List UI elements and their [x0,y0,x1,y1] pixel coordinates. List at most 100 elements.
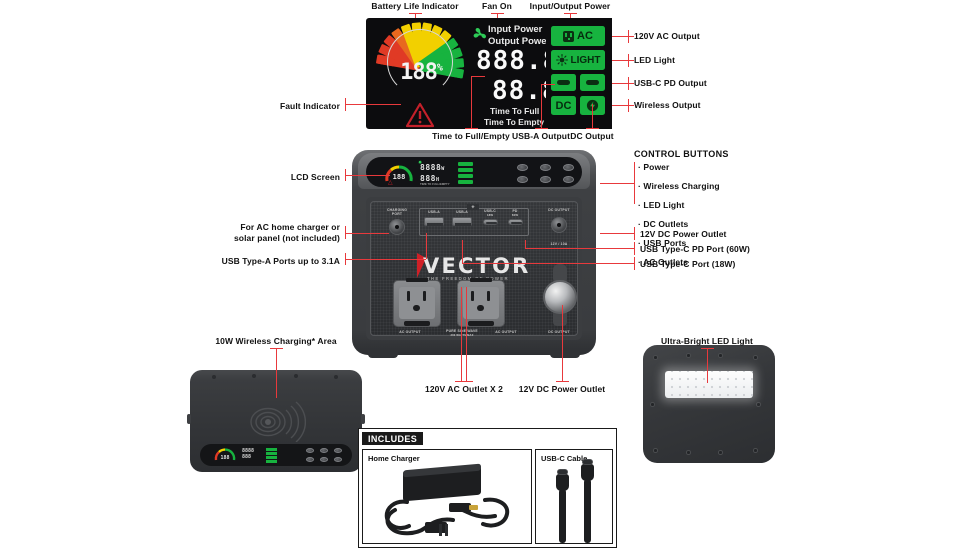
wireless-pad-side-right [361,414,365,424]
callout-dc-output: DC Output [570,131,614,141]
ac-outlet-2[interactable] [457,278,505,327]
wireless-pad-button-1[interactable] [306,448,314,453]
unit-digits-row1: 8888 [420,163,442,172]
lcd-screen-graphic: 188% Input Power Output Power 888.8 W 88… [366,18,566,129]
leader-lcd-screen [345,175,390,176]
wireless-pad-mini-gauge: 188 [214,448,236,461]
leader-usbc-pd [612,83,634,84]
vector-chevron-icon [417,253,426,278]
indicator-dc: DC [551,96,576,115]
usb-c-icon-1 [557,80,570,85]
unit-fault-icon: △ [388,180,393,186]
callout-usba-output: USB-A Output [511,131,571,141]
leader-wireless-charging-area [276,348,277,398]
led-unit-body [643,345,775,463]
unit-lcd-screen: 188 △ 8888W 888H ✸ TIME TO FULL/EMPTY [366,157,582,187]
callout-ultra-bright-led-light: Ultra-Bright LED Light [661,336,753,346]
includes-item-0-title: Home Charger [368,454,420,463]
leader-fault [345,104,401,105]
wireless-pad-button-3[interactable] [334,448,342,453]
control-button-item-5: AC Outlets [643,257,688,267]
usb-a-port-2[interactable] [452,217,472,226]
wireless-pad-button-5[interactable] [320,457,328,462]
unit-control-button-wireless[interactable] [540,164,551,171]
wireless-pad-button-2[interactable] [320,448,328,453]
unit-control-button-led[interactable] [563,164,574,171]
unit-control-button-power[interactable] [517,164,528,171]
home-charger-illustration [363,450,533,545]
led-light-panel [665,371,753,398]
control-button-item-1: Wireless Charging [643,181,720,191]
charging-port-jack[interactable] [389,219,405,235]
leader-usbc-port [462,263,634,264]
unit-foot-left [368,350,398,358]
unit-control-button-dc[interactable] [517,176,528,183]
usbc-connector-1 [556,474,569,491]
ac-outlet-1[interactable] [393,278,441,327]
dc-output-jack-top[interactable] [551,217,567,233]
leader-usba-v [541,84,542,128]
leader-dc-v [592,104,593,128]
callout-fan-on: Fan On [482,1,512,11]
control-button-item-3: DC Outlets [643,219,689,229]
unit-fan-icon: ✸ [418,160,423,166]
leader-dc-outlet-bottom-v [562,305,563,382]
unit-control-button-ac[interactable] [563,176,574,183]
includes-heading: INCLUDES [362,432,424,445]
leader-dc-power-outlet [600,233,634,234]
unit-mini-digits: 8888W 888H [420,163,445,185]
leader-wireless-cap [628,99,629,112]
usb-c-port[interactable] [483,219,498,225]
control-button-item-2: LED Light [643,200,685,210]
control-buttons-list: · Power · Wireless Charging · LED Light … [638,162,720,267]
indicator-ac-label: AC [577,30,593,42]
includes-item-1-title: USB-C Cable [541,454,588,463]
includes-box: INCLUDES Home Charger USB-C Cable [358,428,617,548]
usbc-cable-illustration [536,450,614,545]
leader-ac-outlet-v2 [466,287,467,382]
leader-usba-h [541,84,555,85]
main-power-station-unit: 188 △ 8888W 888H ✸ TIME TO FULL/EMPTY CH… [352,150,596,358]
input-power-label: Input Power [488,24,543,35]
dc-output-large[interactable] [543,280,577,314]
indicator-usbc-2 [580,74,605,91]
battery-percent-readout: 188% [390,60,452,85]
leader-dc-cap [586,128,599,129]
label-ac-output-right: AC OUTPUT [495,330,517,334]
control-button-item-4: USB Ports [643,238,687,248]
unit-digits-row1-unit: W [441,166,445,172]
wireless-pad-button-6[interactable] [334,457,342,462]
sun-icon [555,54,568,66]
callout-wireless-charging-area: 10W Wireless Charging* Area [215,336,337,346]
wireless-charging-coil-icon [250,401,306,442]
unit-control-button-usb[interactable] [540,176,551,183]
leader-usbc-port-cap [634,257,635,270]
leader-ac-output [612,36,634,37]
includes-item-usbc-cable: USB-C Cable [535,449,613,544]
control-button-item-0: Power [643,162,670,172]
callout-fault-indicator: Fault Indicator [279,101,340,111]
callout-usbc-pd-port: USB Type-C PD Port (60W) [640,244,750,254]
wireless-pad-button-4[interactable] [306,457,314,462]
unit-foot-right [550,350,580,358]
callout-time-to-full-empty: Time to Full/Empty [432,131,510,141]
usb-a-port-1[interactable] [424,217,444,226]
includes-item-home-charger: Home Charger [362,449,532,544]
label-dc-output-top: DC OUTPUT [548,208,570,212]
indicator-light: LIGHT [551,50,605,70]
leader-led-light-unit-cap [701,348,714,349]
usb-trident-icon: ⎈ [467,204,479,210]
label-dc-rating: 12V / 10A [550,242,568,246]
lcd-indicator-column: AC LIGHT DC [546,18,612,129]
leader-usbc-pd-cap [628,77,629,90]
svg-text:188: 188 [393,173,406,181]
callout-12v-dc-power-outlet-bottom: 12V DC Power Outlet [518,384,606,394]
leader-usba-cap [535,128,548,129]
leader-led-light-cap [628,54,629,67]
label-dc-output-bottom: DC OUTPUT [548,330,570,334]
battery-percent-unit: % [436,62,443,74]
leader-usb-a-v [426,233,427,259]
usb-c-pd-port[interactable] [508,219,523,225]
